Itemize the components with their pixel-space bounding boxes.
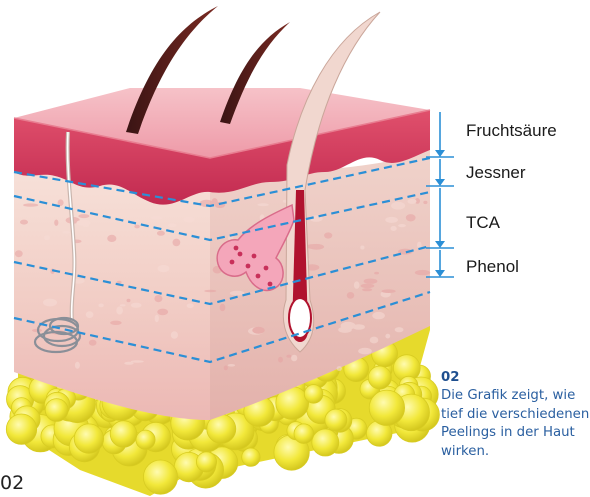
page-number: 02	[0, 474, 24, 493]
caption-text: Die Grafik zeigt, wie tief die verschied…	[441, 387, 590, 461]
depth-scale	[426, 112, 454, 277]
depth-label-phenol: Phenol	[466, 258, 519, 275]
depth-label-tca: TCA	[466, 214, 500, 231]
depth-label-fruchtsaeure: Fruchtsäure	[466, 122, 557, 139]
depth-label-jessner: Jessner	[466, 164, 526, 181]
figure-caption: 02 Die Grafik zeigt, wie tief die versch…	[441, 369, 590, 461]
caption-number: 02	[441, 369, 590, 387]
